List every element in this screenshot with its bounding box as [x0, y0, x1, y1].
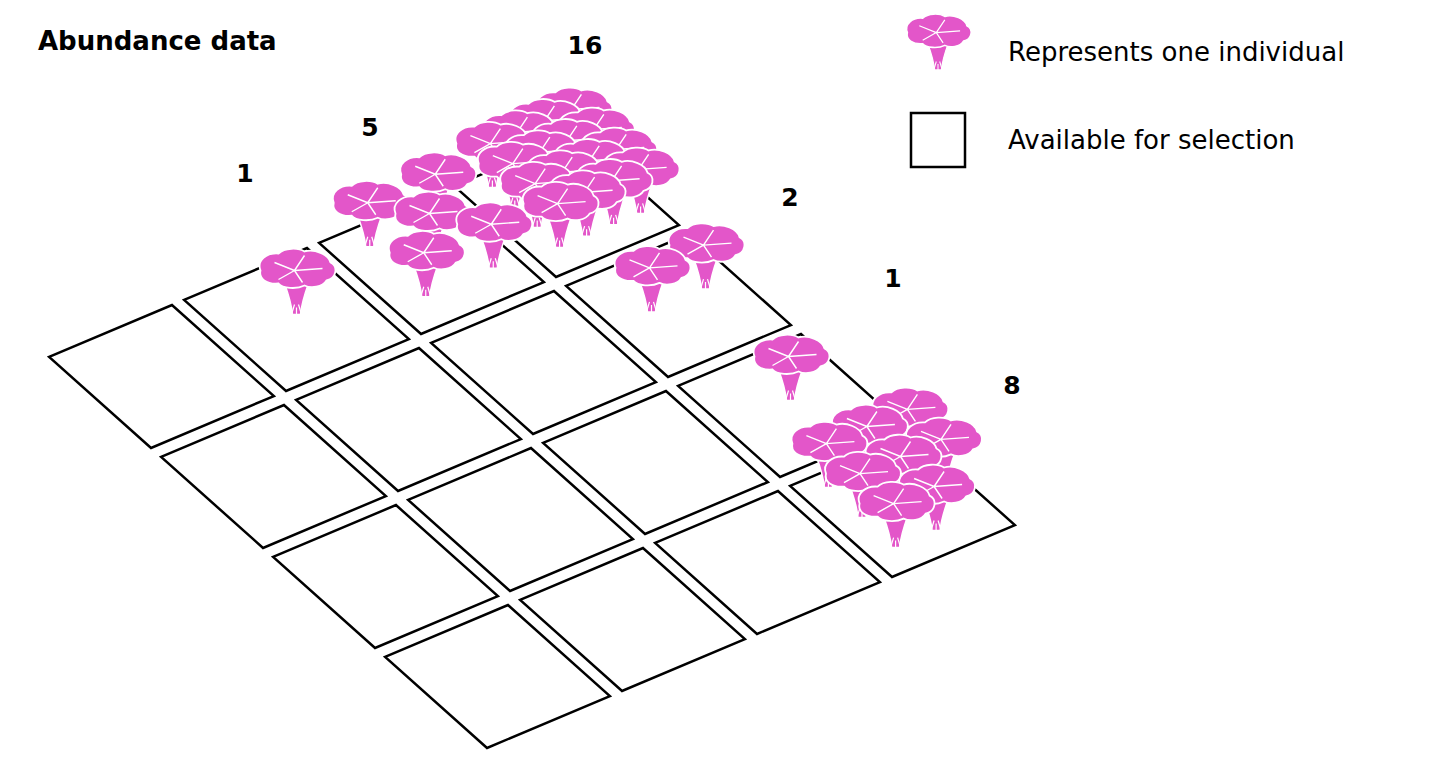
flower-individual	[456, 202, 532, 268]
flower-individual	[523, 182, 599, 248]
flower-individual	[260, 249, 336, 315]
legend-square-sample	[911, 113, 965, 167]
abundance-count: 1	[236, 159, 253, 188]
abundance-count: 16	[568, 31, 603, 60]
chart-title: Abundance data	[38, 26, 277, 56]
legend-flower-sample	[907, 14, 971, 70]
flower-individual	[389, 231, 465, 297]
legend-text: Represents one individual	[1008, 37, 1344, 67]
abundance-count: 2	[781, 183, 798, 212]
abundance-count: 1	[884, 264, 901, 293]
flower-individual	[754, 335, 830, 401]
flower-individual	[859, 482, 935, 548]
abundance-count: 8	[1003, 371, 1020, 400]
abundance-count: 5	[361, 113, 378, 142]
flower-individual	[615, 246, 691, 312]
legend-text: Available for selection	[1008, 125, 1295, 155]
